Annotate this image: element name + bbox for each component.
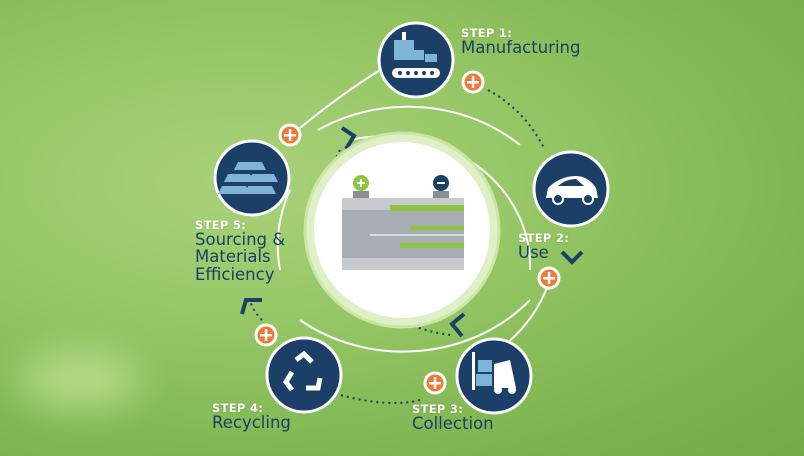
chevron-arrow-bottom-icon [449,312,466,338]
outer-ring-arc-left [276,189,291,271]
step-3-number: STEP 3: [412,402,464,416]
connector-5-1 [299,69,381,129]
gold-bars-icon [218,162,278,194]
step-2-label: STEP 2: Use [518,232,569,261]
step-3-icon-circle [455,337,533,415]
plus-badge-2-icon [537,266,561,290]
chevron-arrow-left-icon [240,298,262,315]
step-2-number: STEP 2: [518,231,570,245]
factory-conveyor-icon [392,32,440,78]
step-3-label: STEP 3: Collection [412,403,494,432]
step-5-number: STEP 5: [195,218,247,232]
step-4-label: STEP 4: Recycling [212,402,300,431]
step-1-label: STEP 1: Manufacturing [461,27,580,56]
outer-ring-arc-bottom [299,299,531,353]
outer-ring-arc-top [317,105,521,146]
plus-badge-3-icon [423,371,447,395]
car-icon [546,176,598,205]
step-4-icon-circle [265,336,343,414]
step-5-name-line-2: Materials [195,247,271,267]
step-1-icon-circle [377,21,455,99]
step-2-name: Use [518,243,549,263]
recycle-icon [282,350,323,392]
dotted-connector-2-3 [504,284,549,346]
background-glow [20,350,140,410]
battery-icon [342,175,464,270]
step-5-label: STEP 5: Sourcing & Materials Efficiency [195,219,285,283]
dotted-connector-3-4 [339,394,421,405]
step-5-name-line-1: Sourcing & [195,230,286,250]
step-4-number: STEP 4: [212,401,264,415]
chevron-arrow-right-icon [560,250,584,265]
step-1-number: STEP 1: [461,26,513,40]
plus-badge-5-icon [278,123,302,147]
step-4-name: Recycling [212,413,291,433]
forklift-icon [472,352,516,394]
step-2-icon-circle [532,150,610,228]
center-battery [303,131,501,329]
plus-badge-1-icon [461,70,485,94]
dotted-connector-1-2 [487,89,546,151]
step-5-name-line-3: Efficiency [195,264,275,284]
plus-badge-4-icon [254,323,278,347]
step-1-name: Manufacturing [461,38,581,58]
step-5-icon-circle [213,139,291,217]
step-3-name: Collection [412,414,494,434]
chevron-arrow-top-icon [340,126,357,151]
dotted-connector-4-5 [249,299,263,321]
